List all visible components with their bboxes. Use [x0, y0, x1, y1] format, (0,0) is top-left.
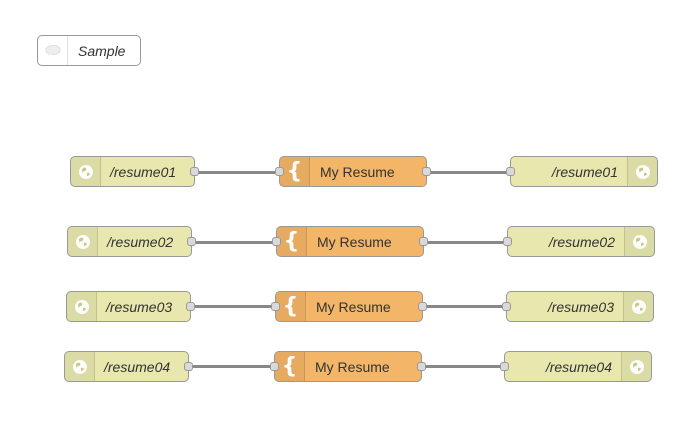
http-out-label: /resume04 [545, 358, 612, 375]
input-port[interactable] [271, 302, 280, 311]
http-in-node[interactable]: /resume02 [67, 226, 196, 257]
function-node[interactable]: { My Resume [271, 291, 427, 322]
function-icon-area: { [276, 292, 306, 321]
globe-icon [72, 359, 87, 374]
http-response-node[interactable]: /resume01 [506, 156, 658, 187]
output-port[interactable] [418, 302, 427, 311]
input-port[interactable] [502, 302, 511, 311]
comment-label: Sample [78, 42, 126, 59]
comment-bubble-icon [45, 44, 60, 56]
http-in-icon-area [65, 352, 95, 381]
wire[interactable] [193, 241, 277, 244]
function-brace-icon: { [281, 353, 298, 379]
input-port[interactable] [270, 362, 279, 371]
function-label: My Resume [315, 358, 390, 375]
function-node[interactable]: { My Resume [270, 351, 426, 382]
function-label: My Resume [320, 163, 395, 180]
wire[interactable] [421, 365, 505, 368]
http-out-icon-area [623, 292, 653, 321]
function-icon-area: { [277, 227, 307, 256]
http-out-label: /resume01 [551, 163, 618, 180]
globe-icon [629, 359, 644, 374]
globe-icon [632, 234, 647, 249]
http-in-label: /resume01 [110, 163, 177, 180]
input-port[interactable] [272, 237, 281, 246]
function-brace-icon: { [282, 293, 299, 319]
input-port[interactable] [503, 237, 512, 246]
output-port[interactable] [422, 167, 431, 176]
http-in-label: /resume03 [106, 298, 173, 315]
http-in-node[interactable]: /resume04 [64, 351, 193, 382]
http-in-icon-area [71, 157, 101, 186]
input-port[interactable] [506, 167, 515, 176]
globe-icon [635, 164, 650, 179]
http-response-node[interactable]: /resume02 [503, 226, 655, 257]
http-in-node[interactable]: /resume01 [70, 156, 199, 187]
http-response-node[interactable]: /resume03 [502, 291, 654, 322]
comment-node-sample[interactable]: Sample [37, 35, 141, 66]
input-port[interactable] [500, 362, 509, 371]
wire[interactable] [196, 171, 280, 174]
http-in-icon-area [67, 292, 97, 321]
http-in-icon-area [68, 227, 98, 256]
http-in-label: /resume02 [107, 233, 174, 250]
output-port[interactable] [417, 362, 426, 371]
wire[interactable] [424, 241, 508, 244]
output-port[interactable] [186, 302, 195, 311]
function-brace-icon: { [283, 228, 300, 254]
function-label: My Resume [317, 233, 392, 250]
wire[interactable] [427, 171, 511, 174]
function-node[interactable]: { My Resume [275, 156, 431, 187]
function-icon-area: { [275, 352, 305, 381]
http-in-label: /resume04 [104, 358, 171, 375]
input-port[interactable] [275, 167, 284, 176]
comment-icon-area [38, 36, 68, 65]
output-port[interactable] [190, 167, 199, 176]
output-port[interactable] [184, 362, 193, 371]
output-port[interactable] [419, 237, 428, 246]
wire[interactable] [191, 305, 276, 308]
function-node[interactable]: { My Resume [272, 226, 428, 257]
http-out-icon-area [621, 352, 651, 381]
function-icon-area: { [280, 157, 310, 186]
globe-icon [631, 299, 646, 314]
http-response-node[interactable]: /resume04 [500, 351, 652, 382]
http-out-icon-area [627, 157, 657, 186]
http-out-label: /resume03 [547, 298, 614, 315]
function-brace-icon: { [286, 158, 303, 184]
globe-icon [78, 164, 93, 179]
globe-icon [74, 299, 89, 314]
globe-icon [75, 234, 90, 249]
wire[interactable] [423, 305, 507, 308]
wire[interactable] [189, 365, 275, 368]
http-out-label: /resume02 [548, 233, 615, 250]
output-port[interactable] [187, 237, 196, 246]
http-out-icon-area [624, 227, 654, 256]
http-in-node[interactable]: /resume03 [66, 291, 195, 322]
function-label: My Resume [316, 298, 391, 315]
